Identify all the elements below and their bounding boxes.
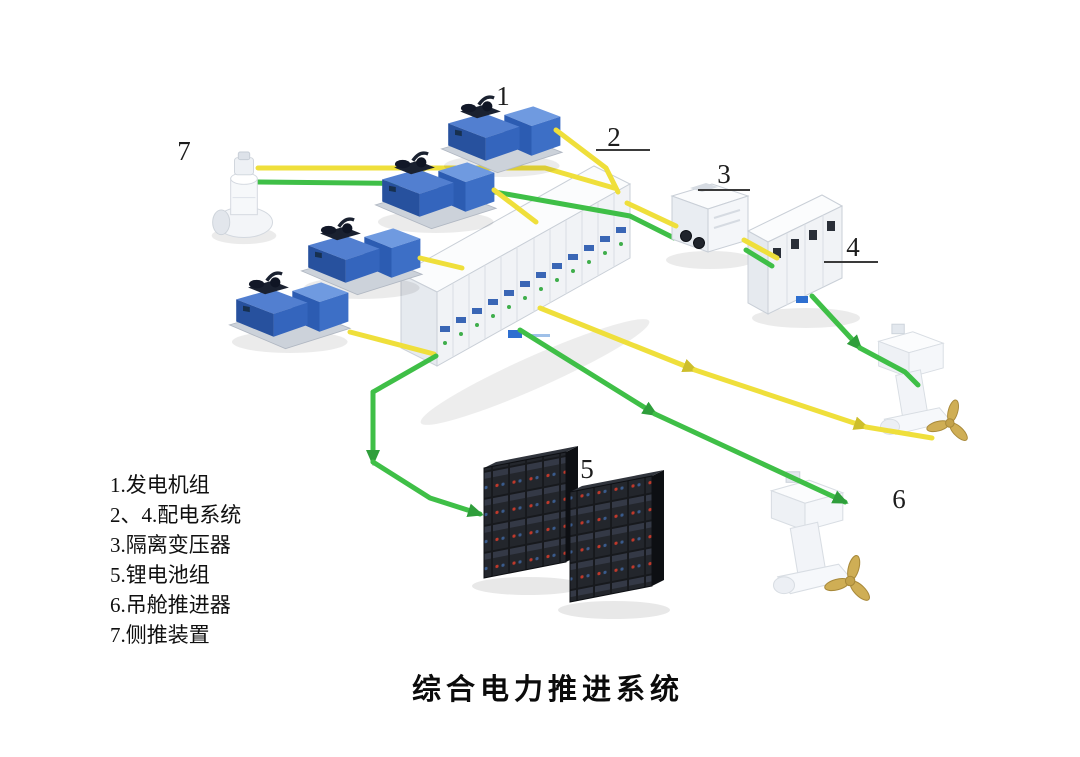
switchboard-panel-indicators	[440, 227, 626, 345]
cable-green-bow-thruster-b	[447, 181, 677, 241]
cable-yellow-long-pod1-c	[863, 424, 935, 441]
label-5: 5	[580, 454, 594, 484]
battery-rack-1	[472, 446, 584, 595]
cable-yellow-long-pod1-b	[692, 367, 870, 430]
figure-number-labels: 1 2 3 4 5 6 7	[177, 81, 906, 514]
cable-yellow-long-pod1-a	[537, 305, 699, 373]
legend-item-3: 3.隔离变压器	[110, 533, 231, 557]
cable-green-cabinet-pod1-b	[857, 345, 921, 388]
label-2: 2	[607, 122, 621, 152]
leader-lines	[596, 149, 878, 263]
label-6: 6	[892, 484, 906, 514]
label-1: 1	[496, 81, 510, 111]
label-7: 7	[177, 136, 191, 166]
cable-yellow-switchboard-transformer	[624, 200, 679, 229]
cable-yellow-genset1	[553, 127, 621, 195]
cable-green-long-pod2-a	[517, 327, 659, 417]
pod-thruster-1	[878, 323, 971, 444]
cabinet-brand-logo	[796, 296, 808, 303]
transformer-top-box	[690, 183, 718, 192]
cabinet-indicators	[773, 221, 835, 258]
switchboard-door-lines	[452, 193, 615, 357]
cable-yellow-genset2	[491, 187, 539, 225]
switchboard-brand-text	[526, 334, 550, 337]
cable-yellow-genset3	[417, 255, 465, 271]
transformer-vents	[713, 209, 741, 229]
cable-green-battery-a	[370, 353, 439, 395]
power-cables	[347, 127, 935, 518]
legend-item-5: 6.吊舱推进器	[110, 593, 231, 617]
cable-green-transformer-cabinet	[743, 247, 775, 269]
legend: 1.发电机组 2、4.配电系统 3.隔离变压器 5.锂电池组 6.吊舱推进器 7…	[110, 473, 241, 647]
legend-item-6: 7.侧推装置	[110, 623, 210, 647]
cabinet-door-lines	[786, 215, 824, 305]
isolation-transformer	[666, 183, 754, 269]
label-4: 4	[846, 232, 860, 262]
diagram-title: 综合电力推进系统	[412, 672, 684, 706]
cable-green-cabinet-pod1-a	[809, 293, 863, 351]
cable-yellow-transformer-cabinet	[741, 237, 780, 261]
switchboard-shadow	[420, 319, 650, 425]
transformer-bushing-1	[680, 230, 692, 242]
cable-green-battery-c	[370, 459, 484, 518]
cable-green-long-pod2-b	[652, 411, 849, 505]
label-3: 3	[717, 159, 731, 189]
cable-yellow-genset4	[347, 329, 437, 357]
transformer-bushing-2	[693, 237, 705, 249]
switchboard-brand-logo	[508, 330, 522, 338]
battery-rack-2	[558, 470, 670, 619]
legend-item-2: 2、4.配电系统	[110, 503, 241, 527]
legend-item-4: 5.锂电池组	[110, 563, 210, 587]
main-switchboard	[399, 165, 650, 425]
legend-item-1: 1.发电机组	[110, 473, 210, 497]
distribution-cabinet	[746, 194, 860, 328]
